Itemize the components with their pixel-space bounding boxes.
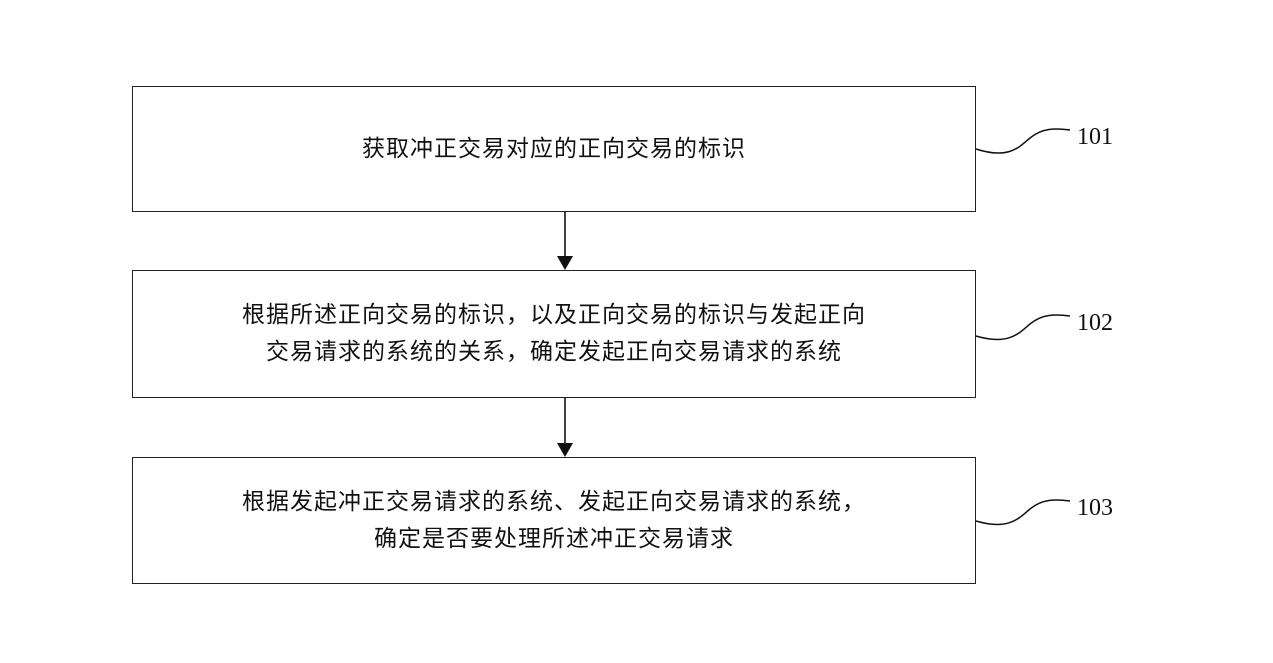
step-102-line-2: 交易请求的系统的关系，确定发起正向交易请求的系统 <box>266 339 842 365</box>
step-102-line-1: 根据所述正向交易的标识，以及正向交易的标识与发起正向 <box>242 302 866 328</box>
step-text-102: 根据所述正向交易的标识，以及正向交易的标识与发起正向 交易请求的系统的关系，确定… <box>222 297 886 371</box>
step-ref-label-102: 102 <box>1077 310 1113 336</box>
step-text-101: 获取冲正交易对应的正向交易的标识 <box>342 131 766 168</box>
step-text-103: 根据发起冲正交易请求的系统、发起正向交易请求的系统， 确定是否要处理所述冲正交易… <box>222 484 886 558</box>
step-ref-label-103: 103 <box>1077 495 1113 521</box>
leader-line-102 <box>975 314 1071 341</box>
step-101-line-1: 获取冲正交易对应的正向交易的标识 <box>362 135 746 162</box>
step-box-102: 根据所述正向交易的标识，以及正向交易的标识与发起正向 交易请求的系统的关系，确定… <box>132 270 976 398</box>
step-103-line-1: 根据发起冲正交易请求的系统、发起正向交易请求的系统， <box>242 488 866 515</box>
step-box-103: 根据发起冲正交易请求的系统、发起正向交易请求的系统， 确定是否要处理所述冲正交易… <box>132 457 976 584</box>
step-box-101: 获取冲正交易对应的正向交易的标识 <box>132 86 976 212</box>
arrowhead-101-to-102 <box>557 256 573 270</box>
leader-line-101 <box>975 128 1071 154</box>
arrowhead-102-to-103 <box>557 443 573 457</box>
step-103-line-2: 确定是否要处理所述冲正交易请求 <box>374 525 734 552</box>
leader-line-103 <box>975 499 1071 526</box>
step-ref-label-101: 101 <box>1077 124 1113 150</box>
